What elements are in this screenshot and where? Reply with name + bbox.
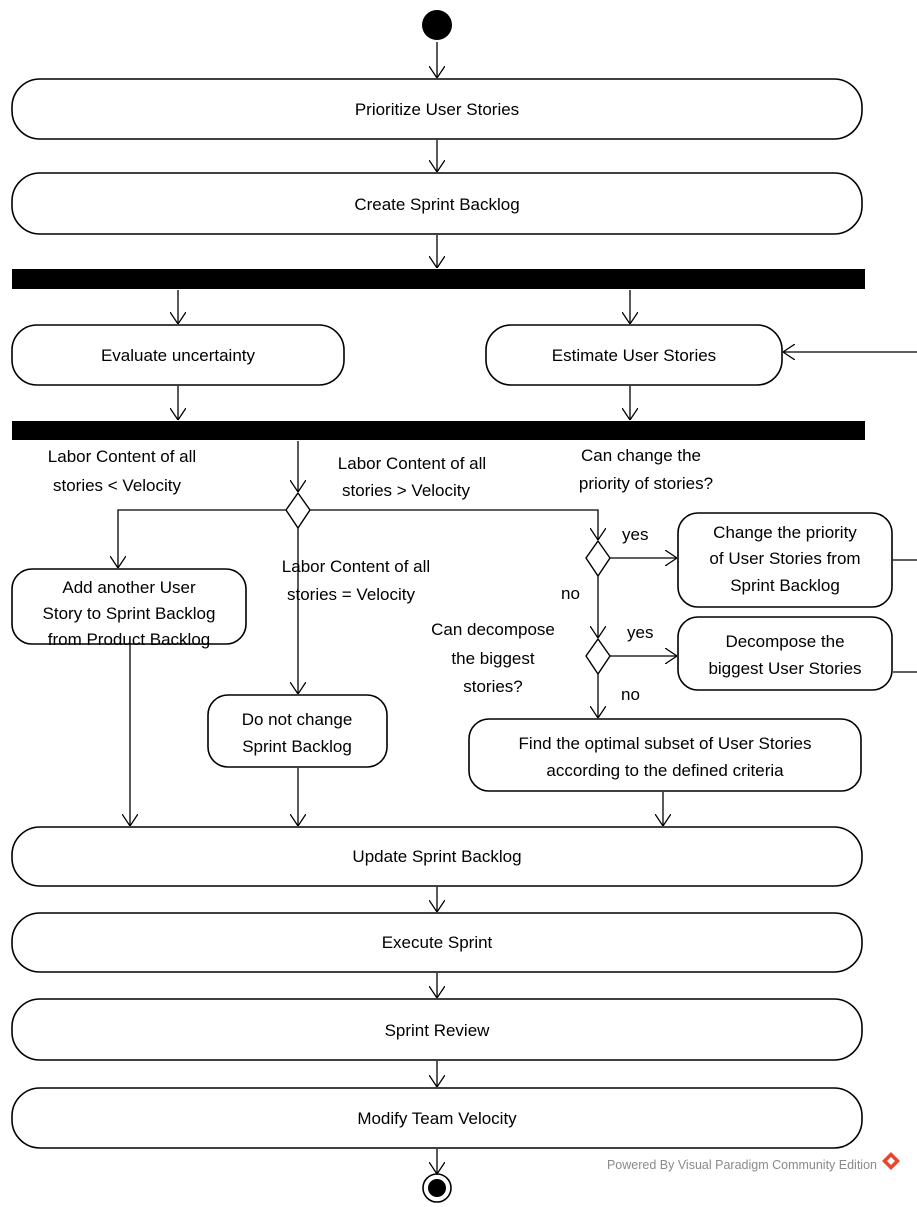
guard-can-decompose-question: Can decompose the biggest stories? [431, 620, 555, 696]
edge-decision-to-can-change [310, 509, 598, 540]
can-decompose-line-1: Can decompose [431, 620, 555, 639]
velocity-decision-diamond [285, 491, 311, 530]
guard-equal-line-2: stories = Velocity [287, 585, 416, 604]
action-prioritize[interactable]: Prioritize User Stories [11, 78, 863, 140]
guard-greater-than: Labor Content of all stories > Velocity [338, 454, 486, 500]
action-no-change-line-1: Do not change [242, 710, 353, 729]
guard-equal-line-1: Labor Content of all [282, 557, 430, 576]
action-create-backlog[interactable]: Create Sprint Backlog [11, 172, 863, 235]
action-evaluate-uncertainty[interactable]: Evaluate uncertainty [11, 324, 345, 386]
action-review-label: Sprint Review [385, 1021, 491, 1040]
action-sprint-review[interactable]: Sprint Review [11, 998, 863, 1061]
guard-less-line-2: stories < Velocity [53, 476, 182, 495]
action-evaluate-label: Evaluate uncertainty [101, 346, 256, 365]
guard-can-change-question: Can change the priority of stories? [579, 446, 713, 493]
guard-yes-change: yes [622, 525, 648, 544]
can-change-line-1: Can change the [581, 446, 701, 465]
action-change-priority-line-3: Sprint Backlog [730, 576, 840, 595]
action-no-change-line-2: Sprint Backlog [242, 737, 352, 756]
join-bar [12, 421, 865, 440]
action-add-story-line-1: Add another User [62, 578, 196, 597]
can-decompose-decision-diamond [585, 637, 611, 676]
action-prioritize-label: Prioritize User Stories [355, 100, 519, 119]
action-decompose-line-2: biggest User Stories [708, 659, 861, 678]
action-change-priority[interactable]: Change the priority of User Stories from… [677, 512, 893, 608]
action-find-optimal-line-2: according to the defined criteria [546, 761, 784, 780]
visual-paradigm-logo-icon [882, 1152, 900, 1170]
action-execute-label: Execute Sprint [382, 933, 493, 952]
action-velocity-label: Modify Team Velocity [357, 1109, 517, 1128]
action-add-story-line-2: Story to Sprint Backlog [43, 604, 216, 623]
can-change-line-2: priority of stories? [579, 474, 713, 493]
fork-bar [12, 269, 865, 289]
can-change-decision-diamond [585, 539, 611, 578]
action-modify-velocity[interactable]: Modify Team Velocity [11, 1087, 863, 1149]
action-estimate-stories[interactable]: Estimate User Stories [485, 324, 783, 386]
edge-decision-to-add-story [118, 509, 286, 568]
action-change-priority-line-1: Change the priority [713, 523, 857, 542]
can-decompose-line-2: the biggest [451, 649, 534, 668]
watermark-text: Powered By Visual Paradigm Community Edi… [607, 1158, 877, 1172]
guard-greater-line-2: stories > Velocity [342, 481, 471, 500]
action-update-label: Update Sprint Backlog [352, 847, 521, 866]
edges [118, 42, 917, 1174]
action-find-optimal[interactable]: Find the optimal subset of User Stories … [468, 718, 862, 792]
guard-no-change: no [561, 584, 580, 603]
guard-yes-decompose: yes [627, 623, 653, 642]
guard-no-decompose: no [621, 685, 640, 704]
final-node [422, 1173, 452, 1203]
action-decompose-line-1: Decompose the [725, 632, 844, 651]
guard-greater-line-1: Labor Content of all [338, 454, 486, 473]
guard-less-than: Labor Content of all stories < Velocity [48, 447, 196, 495]
action-execute-sprint[interactable]: Execute Sprint [11, 912, 863, 973]
action-add-story-line-3: from Product Backlog [48, 630, 211, 649]
action-find-optimal-line-1: Find the optimal subset of User Stories [519, 734, 812, 753]
initial-node [422, 10, 452, 40]
action-estimate-label: Estimate User Stories [552, 346, 716, 365]
action-create-backlog-label: Create Sprint Backlog [354, 195, 519, 214]
can-decompose-line-3: stories? [463, 677, 523, 696]
guard-equal: Labor Content of all stories = Velocity [282, 557, 430, 604]
action-add-story[interactable]: Add another User Story to Sprint Backlog… [11, 568, 247, 649]
guard-less-line-1: Labor Content of all [48, 447, 196, 466]
action-no-change[interactable]: Do not change Sprint Backlog [207, 694, 388, 768]
action-change-priority-line-2: of User Stories from [709, 549, 860, 568]
action-update-backlog[interactable]: Update Sprint Backlog [11, 826, 863, 887]
action-decompose[interactable]: Decompose the biggest User Stories [677, 616, 893, 691]
